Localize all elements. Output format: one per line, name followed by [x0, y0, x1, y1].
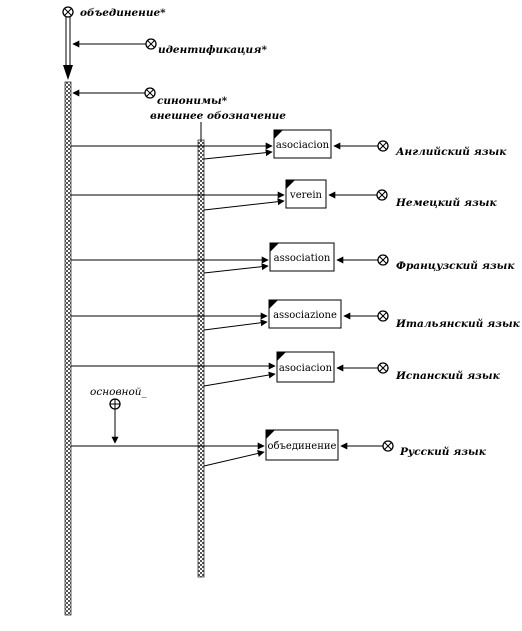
- term-node: association: [269, 242, 335, 272]
- synonyms-node-icon: [144, 87, 156, 99]
- root-connector: [63, 17, 73, 80]
- term-row: asociacion Английский язык: [71, 129, 507, 160]
- language-label: Итальянский язык: [395, 317, 521, 330]
- term-row: объединение Русский язык: [71, 429, 487, 467]
- term-text: объединение: [268, 441, 337, 452]
- synonyms-trunk: [197, 139, 205, 578]
- term-row: association Французский язык: [71, 242, 515, 274]
- term-node: asociacion: [273, 129, 332, 159]
- term-text: associazione: [273, 310, 337, 321]
- term-text: asociacion: [276, 140, 330, 151]
- term-node: объединение: [265, 429, 339, 461]
- term-node: associazione: [268, 299, 342, 329]
- language-label: Французский язык: [396, 259, 515, 272]
- term-node: asociacion: [276, 351, 335, 383]
- identification-label: идентификация*: [158, 44, 267, 56]
- term-text: asociacion: [279, 363, 333, 374]
- main-relation: основной_: [90, 386, 148, 444]
- language-node-icon: [377, 140, 389, 152]
- term-node: verein: [285, 179, 327, 209]
- language-node-icon: [377, 362, 389, 374]
- language-label: Немецкий язык: [395, 196, 497, 209]
- external-designation-label: внешнее обозначение: [150, 110, 286, 122]
- language-label: Английский язык: [395, 145, 507, 158]
- root-label: объединение*: [80, 7, 166, 19]
- main-relation-label: основной_: [90, 386, 148, 398]
- plus-node-icon: [109, 398, 121, 410]
- main-trunk: [64, 81, 72, 616]
- root-node: объединение*: [62, 6, 166, 19]
- synonyms-relation: синонимы*: [72, 87, 228, 107]
- language-label: Испанский язык: [395, 369, 501, 382]
- language-node-icon: [377, 310, 389, 322]
- language-label: Русский язык: [399, 445, 487, 458]
- synonyms-label: синонимы*: [157, 95, 228, 107]
- identification-relation: идентификация*: [72, 38, 267, 56]
- term-row: asociacion Испанский язык: [71, 351, 501, 387]
- term-row: associazione Итальянский язык: [71, 299, 521, 331]
- language-node-icon: [376, 189, 388, 201]
- language-node-icon: [377, 254, 389, 266]
- term-text: association: [274, 253, 331, 264]
- language-node-icon: [382, 440, 394, 452]
- term-row: verein Немецкий язык: [71, 179, 497, 211]
- identification-node-icon: [145, 38, 157, 50]
- root-node-icon: [62, 6, 74, 18]
- term-text: verein: [289, 190, 322, 201]
